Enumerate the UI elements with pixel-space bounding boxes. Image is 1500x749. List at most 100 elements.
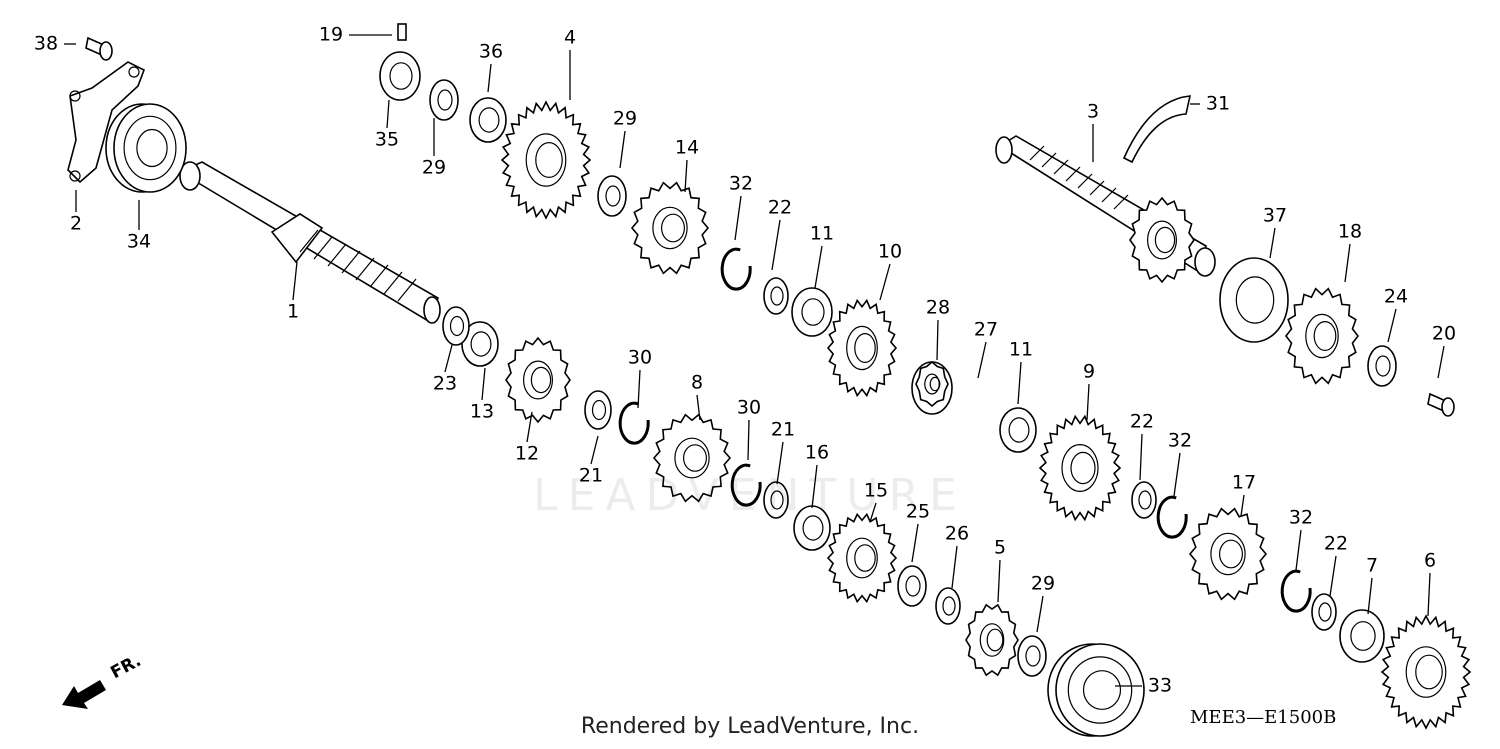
callout-label-29: 29	[1031, 573, 1055, 595]
callout-label-30: 30	[737, 397, 761, 419]
callout-label-25: 25	[906, 501, 930, 523]
callout-label-1: 1	[287, 301, 299, 323]
callout-leader	[1017, 361, 1022, 405]
washer-22c	[1311, 593, 1337, 631]
washer-21a	[584, 390, 612, 430]
callout-leader	[747, 419, 750, 461]
callout-label-33: 33	[1148, 675, 1172, 697]
washer-25	[897, 565, 927, 607]
needle-bearing-36	[469, 97, 507, 143]
main-shaft	[178, 161, 441, 324]
callout-label-7: 7	[1366, 555, 1378, 577]
gear-8	[652, 413, 732, 503]
callout-leader	[1367, 577, 1373, 615]
bushing-13	[461, 321, 499, 367]
washer-24	[1367, 345, 1397, 387]
collar-7	[1339, 609, 1385, 663]
callout-label-31: 31	[1206, 93, 1230, 115]
callout-label-38: 38	[34, 33, 58, 55]
callout-label-32: 32	[1168, 430, 1192, 452]
sprocket-18	[1284, 287, 1360, 385]
gear-15	[826, 512, 898, 604]
callout-leader	[619, 130, 626, 169]
gear-10	[826, 298, 898, 398]
oil-seal-37	[1219, 257, 1289, 343]
callout-leader	[1295, 529, 1302, 571]
callout-label-21: 21	[771, 419, 795, 441]
callout-label-12: 12	[515, 443, 539, 465]
washer-29b	[597, 175, 627, 217]
callout-label-26: 26	[945, 523, 969, 545]
gear-4	[500, 100, 592, 220]
callout-leader	[386, 99, 390, 129]
callout-leader	[734, 195, 742, 241]
callout-leader	[684, 159, 688, 193]
callout-label-13: 13	[470, 401, 494, 423]
callout-label-29: 29	[613, 108, 637, 130]
callout-label-19: 19	[319, 24, 343, 46]
callout-label-9: 9	[1083, 361, 1095, 383]
callout-label-17: 17	[1232, 472, 1256, 494]
callout-leader	[911, 523, 919, 563]
washer-22a	[763, 277, 789, 315]
callout-leader	[292, 261, 298, 301]
callout-leader	[951, 545, 958, 589]
callout-leader	[481, 367, 486, 401]
bolt-38	[85, 36, 113, 61]
circlip-32a	[720, 247, 752, 291]
bearing-set-plate	[67, 61, 146, 184]
circlip-32b	[1156, 495, 1188, 539]
washer-29a	[429, 79, 459, 121]
callout-leader	[1387, 308, 1397, 343]
callout-leader	[1437, 345, 1445, 379]
callout-label-37: 37	[1263, 205, 1287, 227]
callout-leader	[526, 411, 533, 443]
callout-leader	[1139, 433, 1143, 481]
callout-label-5: 5	[994, 537, 1006, 559]
front-arrow-icon	[62, 680, 106, 709]
snap-ring-31	[1122, 95, 1192, 164]
diagram-code: MEE3—E1500B	[1190, 707, 1337, 728]
callout-label-36: 36	[479, 41, 503, 63]
callout-leader	[811, 464, 818, 509]
callout-label-11: 11	[1009, 339, 1033, 361]
gear-9	[1038, 414, 1122, 522]
countershaft-gear	[1129, 196, 1195, 284]
ball-bearing-33	[1047, 643, 1145, 737]
washer-22b	[1131, 481, 1157, 519]
callout-label-30: 30	[628, 347, 652, 369]
callout-label-10: 10	[878, 241, 902, 263]
callout-label-24: 24	[1384, 286, 1408, 308]
callout-label-28: 28	[926, 297, 950, 319]
footer-credit: Rendered by LeadVenture, Inc.	[580, 714, 920, 739]
callout-label-34: 34	[127, 231, 151, 253]
callout-layer: 38 19 36 4 31 32 34 35 29 29 14 32 22 11 10 37 1 8 24 20 12 3…	[34, 24, 1456, 697]
callout-label-21: 21	[579, 465, 603, 487]
callout-label-22: 22	[1130, 411, 1154, 433]
callout-label-27: 27	[974, 319, 998, 341]
gear-5	[965, 603, 1019, 677]
dowel-pin	[397, 23, 407, 41]
washer-26	[935, 587, 961, 625]
callout-leader	[1329, 555, 1337, 597]
circlip-30a	[618, 401, 650, 445]
callout-label-4: 4	[564, 27, 576, 49]
callout-label-20: 20	[1432, 323, 1456, 345]
bushing-16	[793, 505, 831, 551]
washer-21b	[763, 481, 789, 519]
callout-label-22: 22	[768, 197, 792, 219]
circlip-30b	[730, 463, 762, 507]
callout-label-29: 29	[422, 157, 446, 179]
washer-23	[442, 306, 470, 346]
callout-label-32: 32	[729, 173, 753, 195]
lock-washer-28	[915, 360, 949, 408]
callout-label-14: 14	[675, 137, 699, 159]
bushing-11b	[999, 407, 1037, 453]
callout-label-8: 8	[691, 372, 703, 394]
callout-label-35: 35	[375, 129, 399, 151]
front-arrow: FR.	[62, 651, 145, 709]
circlip-32c	[1280, 569, 1312, 613]
callout-leader	[1427, 572, 1431, 617]
callout-label-15: 15	[864, 480, 888, 502]
